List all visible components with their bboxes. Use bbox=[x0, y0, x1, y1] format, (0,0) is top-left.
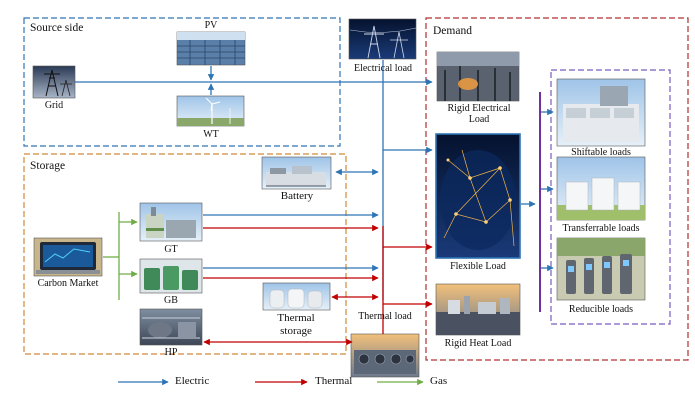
rigid-heat-load-image bbox=[435, 283, 521, 336]
wt-image bbox=[176, 95, 245, 127]
thermal-storage-image bbox=[262, 282, 331, 311]
carbon-market-image bbox=[33, 237, 103, 277]
legend-gas-label: Gas bbox=[430, 375, 448, 387]
thermal-storage-label: Thermal storage bbox=[277, 312, 315, 337]
reducible-loads-label: Reducible loads bbox=[568, 304, 634, 315]
electrical-load-label: Electrical load bbox=[353, 63, 413, 74]
hp-image bbox=[139, 308, 203, 346]
battery-image bbox=[261, 156, 332, 190]
gt-label: GT bbox=[164, 244, 178, 255]
transferrable-loads-image bbox=[556, 156, 646, 221]
grid-image bbox=[32, 65, 76, 99]
thermal-load-image bbox=[350, 333, 420, 378]
reducible-loads-image bbox=[556, 237, 646, 301]
shiftable-loads-label: Shiftable loads bbox=[571, 147, 631, 158]
gb-image bbox=[139, 258, 203, 294]
gas-flows bbox=[103, 212, 138, 300]
legend-thermal-label: Thermal bbox=[315, 375, 353, 387]
shiftable-loads-image bbox=[556, 78, 646, 147]
carbon-market-label: Carbon Market bbox=[37, 278, 99, 289]
grid-label: Grid bbox=[44, 100, 64, 111]
demand-frame bbox=[425, 17, 689, 361]
flexible-load-image bbox=[435, 133, 521, 259]
sub-loads-frame bbox=[550, 69, 671, 325]
thermal-load-label: Thermal load bbox=[358, 311, 412, 322]
hp-label: HP bbox=[164, 347, 178, 358]
rigid-electrical-load-label: Rigid Electrical Load bbox=[447, 103, 511, 125]
wt-label: WT bbox=[203, 129, 219, 140]
storage-title: Storage bbox=[30, 160, 66, 172]
pv-image bbox=[176, 31, 246, 66]
rigid-electrical-load-image bbox=[436, 51, 520, 102]
flexible-load-label: Flexible Load bbox=[450, 261, 506, 272]
legend-electric-label: Electric bbox=[175, 375, 210, 387]
rigid-heat-load-label: Rigid Heat Load bbox=[444, 338, 512, 349]
battery-label: Battery bbox=[280, 190, 314, 202]
electric-flows bbox=[75, 60, 554, 300]
electrical-load-image bbox=[348, 18, 417, 60]
gt-image bbox=[139, 202, 203, 242]
gb-label: GB bbox=[164, 295, 178, 306]
thermal-flows bbox=[203, 224, 433, 346]
transferrable-loads-label: Transferrable loads bbox=[562, 223, 640, 234]
pv-label: PV bbox=[204, 20, 218, 31]
demand-title: Demand bbox=[433, 25, 472, 37]
source-side-title: Source side bbox=[30, 22, 84, 34]
